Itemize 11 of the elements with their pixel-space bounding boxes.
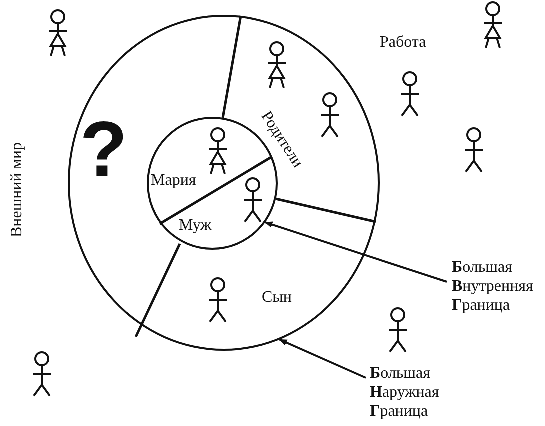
name-label: Муж [179, 217, 212, 235]
label-text: Работа [380, 35, 426, 51]
name-label: Мария [151, 172, 196, 190]
leader-arrow [279, 338, 366, 379]
callout-text: Большая Внутренняя Граница [452, 258, 534, 316]
question-mark: ? [80, 110, 128, 188]
outer-circle [68, 15, 380, 351]
label-text: Внешний мир [10, 142, 26, 238]
callout-text: Большая Наружная Граница [370, 364, 440, 422]
leader-arrow [264, 222, 448, 283]
label-text: Сын [262, 290, 292, 306]
